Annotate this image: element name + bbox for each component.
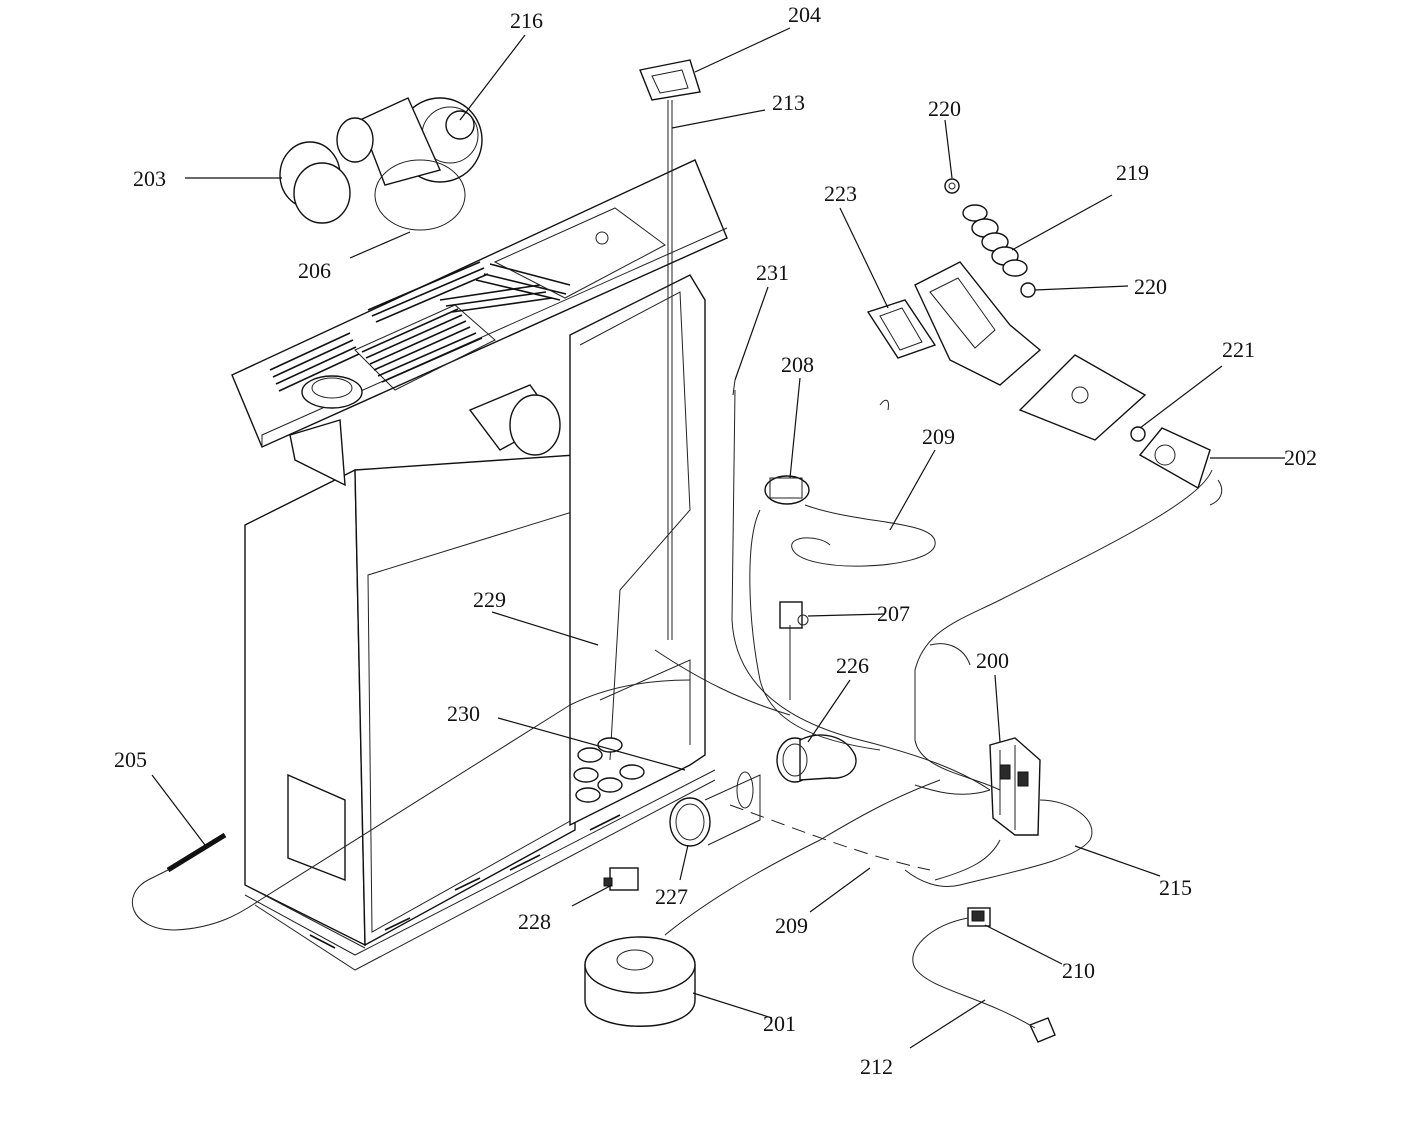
fan-gasket — [374, 159, 466, 231]
label-223: 223 — [824, 181, 857, 206]
power-cord — [912, 917, 1036, 1029]
bushing-top — [944, 178, 960, 194]
auger-screw — [962, 204, 1028, 277]
ash-holes — [573, 737, 645, 803]
label-207: 207 — [877, 601, 910, 626]
wiring-harness — [259, 379, 1223, 936]
inspection-cover — [287, 773, 346, 882]
label-221: 221 — [1222, 337, 1255, 362]
label-226: 226 — [836, 653, 869, 678]
intake-collar — [669, 771, 761, 847]
bushing-bottom — [1020, 282, 1036, 298]
label-231: 231 — [756, 260, 789, 285]
stove-body — [231, 159, 728, 971]
label-201: 201 — [763, 1011, 796, 1036]
exhaust-cylinder — [468, 384, 561, 456]
label-212: 212 — [860, 1054, 893, 1079]
label-200: 200 — [976, 648, 1009, 673]
label-220-bottom: 220 — [1134, 274, 1167, 299]
label-220-top: 220 — [928, 96, 961, 121]
intake-hose-dashed — [729, 804, 931, 871]
air-intake-elbow — [776, 734, 857, 783]
igniter — [147, 832, 227, 881]
safety-thermostat — [779, 601, 809, 629]
pressure-switch — [764, 475, 810, 505]
label-229: 229 — [473, 587, 506, 612]
label-204: 204 — [788, 2, 821, 27]
label-206: 206 — [298, 258, 331, 283]
label-208: 208 — [781, 352, 814, 377]
base-slots — [309, 814, 621, 949]
leader-lines — [151, 27, 1285, 1049]
rear-panel — [354, 454, 576, 947]
top-hatch — [493, 207, 666, 299]
label-205: 205 — [114, 747, 147, 772]
motor-bushing — [1130, 426, 1146, 442]
silicone-hose — [791, 504, 936, 567]
label-215: 215 — [1159, 875, 1192, 900]
label-209-bottom: 209 — [775, 913, 808, 938]
label-228: 228 — [518, 909, 551, 934]
auger-chute — [914, 261, 1042, 386]
top-grille-left — [269, 332, 360, 392]
label-210: 210 — [1062, 958, 1095, 983]
label-203: 203 — [133, 166, 166, 191]
label-213: 213 — [772, 90, 805, 115]
label-209-top: 209 — [922, 424, 955, 449]
top-grille-center — [354, 304, 496, 391]
transformer — [603, 867, 639, 891]
auger-assembly — [866, 178, 1211, 490]
side-bracket — [289, 419, 346, 487]
power-plug — [1029, 1017, 1056, 1043]
power-switch — [967, 907, 991, 927]
auger-mount-plate — [1018, 354, 1147, 441]
top-grille-upper — [367, 261, 571, 323]
flue-fan-assembly — [279, 97, 483, 231]
label-230: 230 — [447, 701, 480, 726]
control-board — [989, 737, 1041, 836]
inspection-gasket — [639, 59, 701, 101]
label-227: 227 — [655, 884, 688, 909]
part-labels: 216 204 213 203 206 220 219 220 223 221 … — [114, 2, 1317, 1079]
label-202: 202 — [1284, 445, 1317, 470]
convection-fan — [584, 936, 696, 1027]
label-216: 216 — [510, 8, 543, 33]
side-panel — [244, 468, 366, 947]
igniter-wire — [131, 879, 261, 931]
label-219: 219 — [1116, 160, 1149, 185]
flue-collar — [301, 375, 363, 409]
hopper-column — [569, 274, 706, 827]
